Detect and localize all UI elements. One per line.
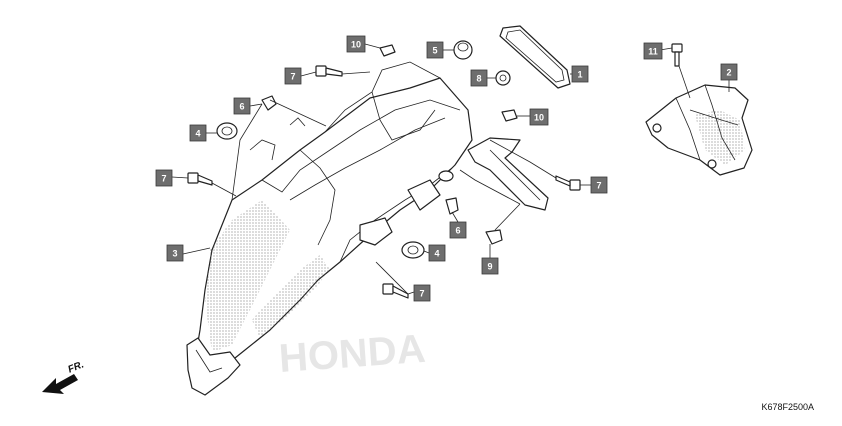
grommet-4-upper: [216, 122, 238, 140]
svg-text:10: 10: [351, 40, 361, 50]
callout-11: 11: [643, 42, 663, 60]
callout-9: 9: [481, 257, 499, 275]
svg-text:3: 3: [172, 249, 177, 259]
clip-6-lower: [445, 197, 459, 215]
svg-text:6: 6: [239, 102, 244, 112]
svg-text:2: 2: [726, 68, 731, 78]
callout-8: 8: [470, 69, 488, 87]
rear-fender: [186, 61, 473, 396]
watermark-text: HONDA: [278, 327, 427, 381]
callout-7-right: 7: [590, 176, 608, 194]
rear-cover: [645, 84, 753, 176]
clip-9: [485, 229, 503, 245]
grommet-5: [453, 40, 473, 60]
grommet-4-lower: [401, 241, 425, 259]
callout-7-bottom: 7: [413, 284, 431, 302]
svg-text:11: 11: [648, 47, 658, 57]
license-bracket: [467, 137, 549, 211]
svg-text:4: 4: [195, 129, 200, 139]
svg-text:8: 8: [476, 74, 481, 84]
bolt-7-right: [555, 175, 581, 191]
svg-text:5: 5: [432, 46, 437, 56]
clip-10-lower: [501, 109, 518, 122]
svg-text:7: 7: [161, 174, 166, 184]
callout-7-top: 7: [284, 67, 302, 85]
callout-10-lower: 10: [529, 108, 549, 126]
bolt-11: [671, 43, 683, 67]
front-direction-arrow: [42, 374, 78, 394]
svg-text:9: 9: [487, 262, 492, 272]
callout-7-left: 7: [155, 169, 173, 187]
nut-8: [495, 70, 511, 86]
callout-6-lower: 6: [449, 221, 467, 239]
svg-text:10: 10: [534, 113, 544, 123]
svg-text:1: 1: [577, 70, 582, 80]
svg-text:4: 4: [434, 249, 439, 259]
svg-text:7: 7: [596, 181, 601, 191]
callout-5: 5: [426, 41, 444, 59]
callout-2: 2: [720, 63, 738, 81]
bolt-7-top: [315, 65, 343, 77]
diagram-code: K678F2500A: [761, 402, 814, 412]
callout-4-upper: 4: [189, 124, 207, 142]
leader-lines: [171, 43, 730, 295]
reflector-plate: [499, 25, 571, 89]
callout-4-lower: 4: [428, 244, 446, 262]
svg-text:7: 7: [290, 72, 295, 82]
svg-text:6: 6: [455, 226, 460, 236]
clip-6-upper: [261, 95, 277, 111]
bolt-7-bottom: [382, 283, 409, 299]
callout-6-upper: 6: [233, 97, 251, 115]
callout-1: 1: [571, 65, 589, 83]
svg-text:7: 7: [419, 289, 424, 299]
bolt-7-left: [187, 172, 213, 186]
callout-3: 3: [166, 244, 184, 262]
clip-10-upper: [379, 44, 396, 57]
callout-10-upper: 10: [346, 35, 366, 53]
